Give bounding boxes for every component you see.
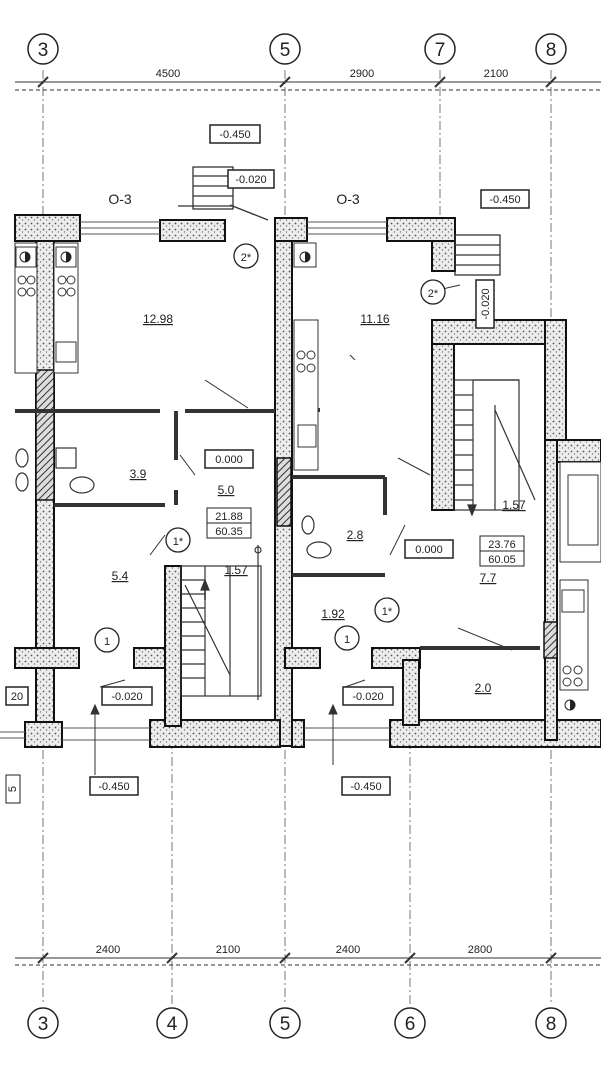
room-area-bath-right: 2.8 — [347, 528, 364, 542]
svg-text:0.000: 0.000 — [415, 544, 443, 556]
stair-mark-right-entry: 1 — [334, 625, 360, 651]
room-area-bath-left: 3.9 — [130, 467, 147, 481]
axis-bubble-top-3: 3 — [27, 33, 59, 65]
svg-text:-0.020: -0.020 — [352, 691, 383, 703]
level-mark-entry-right: -0.020 — [342, 686, 394, 706]
svg-text:2*: 2* — [428, 288, 439, 300]
room-area-stair-left: 1.57 — [224, 563, 248, 577]
level-mark-top-left-landing: -0.020 — [227, 169, 275, 189]
stair-left — [180, 545, 262, 700]
dim-bottom-5-6: 2400 — [336, 944, 360, 956]
svg-text:1: 1 — [344, 634, 350, 646]
entrance-steps-top-right — [454, 234, 501, 276]
grid-axis-lines — [42, 70, 552, 1005]
dim-bottom-3-4: 2400 — [96, 944, 120, 956]
dim-top-3-5: 4500 — [156, 68, 180, 80]
room-code-right: О-3 — [336, 191, 360, 207]
room-area-vestibule-right: 1.92 — [321, 607, 345, 621]
windows — [0, 221, 390, 741]
kitchen-right — [293, 242, 601, 691]
svg-text:5: 5 — [280, 40, 291, 61]
stair-right — [453, 379, 536, 517]
dim-bottom-6-8: 2800 — [468, 944, 492, 956]
stair-mark-left-entry: 1 — [94, 627, 120, 653]
apartment-total-right: 23.76 60.05 — [479, 535, 525, 567]
stair-mark-right-1star: 1* — [374, 597, 400, 623]
stair-mark-right-2star: 2* — [420, 279, 446, 305]
dim-top-5-7: 2900 — [350, 68, 374, 80]
svg-text:23.76: 23.76 — [488, 539, 516, 551]
svg-text:-0.450: -0.450 — [219, 129, 250, 141]
level-mark-ground-right: -0.450 — [341, 776, 391, 796]
level-mark-floor-right: 0.000 — [404, 539, 454, 559]
room-code-left: О-3 — [108, 191, 132, 207]
stair-mark-left-2star: 2* — [233, 243, 259, 269]
svg-text:4: 4 — [167, 1014, 178, 1035]
axis-bubble-top-5: 5 — [269, 33, 301, 65]
room-area-hall-right: 7.7 — [480, 571, 497, 585]
room-area-stair-right: 1.57 — [502, 498, 526, 512]
svg-text:60.05: 60.05 — [488, 554, 516, 566]
room-area-corridor-left: 5.4 — [112, 569, 129, 583]
room-area-kitchen-left: 12.98 — [143, 312, 173, 326]
vent-shaft-far-right — [543, 621, 558, 659]
svg-text:-0.450: -0.450 — [350, 781, 381, 793]
vent-shaft-right — [276, 457, 292, 527]
svg-text:-0.450: -0.450 — [98, 781, 129, 793]
dim-top-7-8: 2100 — [484, 68, 508, 80]
svg-text:-0.450: -0.450 — [489, 194, 520, 206]
svg-text:1*: 1* — [173, 536, 184, 548]
svg-text:-0.020: -0.020 — [235, 174, 266, 186]
room-area-hall-left: 5.0 — [218, 483, 235, 497]
dimension-lines — [15, 76, 601, 966]
level-mark-top-right: -0.450 — [480, 189, 530, 209]
svg-text:6: 6 — [405, 1014, 416, 1035]
svg-text:5: 5 — [7, 786, 19, 792]
svg-text:1*: 1* — [382, 606, 393, 618]
level-mark-ground-left: -0.450 — [89, 776, 139, 796]
axis-bubble-top-8: 8 — [535, 33, 567, 65]
dim-bottom-4-5: 2100 — [216, 944, 240, 956]
edge-fragment-left-box: 20 — [5, 686, 29, 706]
svg-text:8: 8 — [546, 40, 557, 61]
room-area-storage-right: 2.0 — [475, 681, 492, 695]
entry-arrows — [90, 703, 338, 775]
axis-bubble-bottom-4: 4 — [156, 1007, 188, 1039]
stair-mark-left-1star: 1* — [165, 527, 191, 553]
axis-bubble-bottom-8: 8 — [535, 1007, 567, 1039]
svg-text:1: 1 — [104, 636, 110, 648]
svg-text:8: 8 — [546, 1014, 557, 1035]
level-mark-top-left: -0.450 — [209, 124, 261, 144]
svg-text:60.35: 60.35 — [215, 526, 243, 538]
svg-text:-0.020: -0.020 — [480, 288, 492, 319]
level-mark-stair-landing: -0.020 — [475, 279, 495, 329]
room-area-kitchen-right: 11.16 — [360, 312, 389, 326]
svg-text:3: 3 — [38, 40, 49, 61]
appliance-markers — [19, 251, 576, 711]
axis-bubble-top-7: 7 — [424, 33, 456, 65]
svg-text:3: 3 — [38, 1014, 49, 1035]
svg-text:5: 5 — [280, 1014, 291, 1035]
bathroom-fixtures — [15, 447, 332, 559]
walls — [14, 214, 601, 748]
level-mark-entry-left: -0.020 — [101, 686, 153, 706]
svg-text:20: 20 — [11, 691, 23, 703]
svg-text:-0.020: -0.020 — [111, 691, 142, 703]
vent-shaft-left — [35, 369, 55, 501]
edge-fragment-left-rotated: 5 — [5, 774, 21, 804]
svg-text:7: 7 — [435, 40, 446, 61]
svg-text:21.88: 21.88 — [215, 511, 243, 523]
kitchen-left — [14, 242, 79, 374]
svg-text:0.000: 0.000 — [215, 454, 243, 466]
svg-text:2*: 2* — [241, 252, 252, 264]
axis-bubble-bottom-5: 5 — [269, 1007, 301, 1039]
level-mark-floor-left: 0.000 — [204, 449, 254, 469]
apartment-total-left: 21.88 60.35 — [206, 507, 252, 539]
axis-bubble-bottom-6: 6 — [394, 1007, 426, 1039]
axis-bubble-bottom-3: 3 — [27, 1007, 59, 1039]
